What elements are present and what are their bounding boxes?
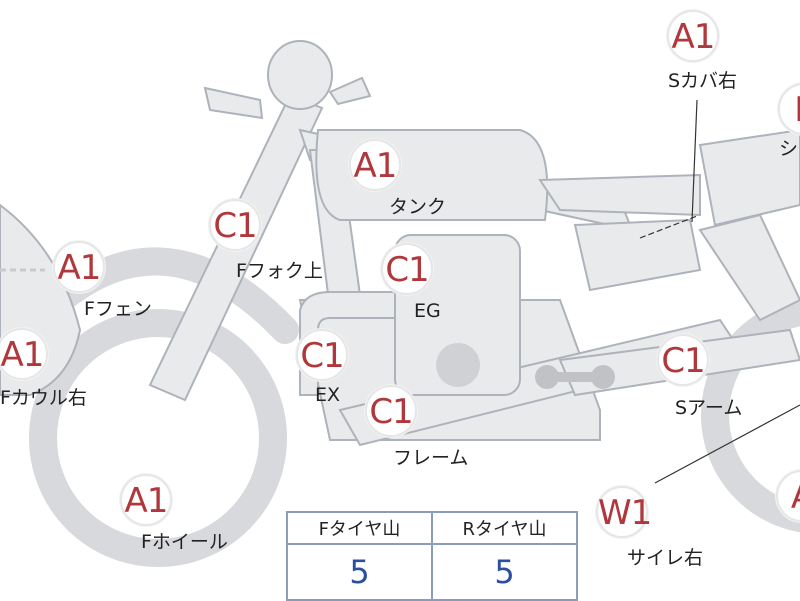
marker-exhaust: C1	[296, 329, 356, 389]
marker-code: C1	[296, 329, 348, 381]
marker-code: C1	[381, 243, 433, 295]
marker-code: A1	[0, 328, 48, 380]
marker-f-cowl-right: A1	[0, 328, 56, 388]
marker-code: A1	[53, 241, 105, 293]
marker-engine: C1	[381, 243, 441, 303]
marker-label: Sアーム	[675, 397, 743, 419]
marker-f-fender: A1	[53, 241, 113, 301]
front-tire-tread-value: 5	[286, 543, 433, 601]
front-tire-tread-header: Fタイヤ山	[286, 511, 433, 545]
marker-code: C1	[209, 199, 261, 251]
marker-tank: A1	[349, 139, 409, 199]
marker-seat: P	[778, 83, 800, 143]
marker-code: A1	[349, 139, 401, 191]
rear-tire-tread-value: 5	[431, 543, 578, 601]
marker-label: サイレ右	[627, 547, 704, 569]
marker-s-arm: C1	[657, 334, 717, 394]
marker-frame: C1	[365, 385, 425, 445]
marker-label: Fフォク上	[236, 260, 323, 282]
marker-label: Fフェン	[84, 298, 152, 320]
marker-muffler-right: W1	[596, 486, 656, 546]
marker-label: Fカウル右	[0, 387, 87, 409]
marker-f-fork-upper: C1	[209, 199, 269, 259]
marker-rear-edge: A	[776, 470, 800, 530]
marker-f-wheel: A1	[120, 474, 180, 534]
marker-code: W1	[596, 486, 652, 538]
marker-code: A1	[120, 474, 172, 526]
marker-label: EX	[315, 384, 341, 406]
marker-label: シ	[779, 138, 799, 160]
marker-code: A	[776, 470, 800, 522]
marker-code: A1	[667, 10, 719, 62]
marker-label: タンク	[389, 196, 447, 218]
marker-label: Fホイール	[141, 531, 228, 553]
marker-code: P	[778, 83, 800, 135]
marker-s-cover-right: A1	[667, 10, 727, 70]
marker-code: C1	[365, 385, 417, 437]
marker-label: フレーム	[393, 447, 469, 469]
tire-tread-table: Fタイヤ山 Rタイヤ山 5 5	[286, 511, 578, 601]
marker-label: EG	[414, 300, 441, 322]
marker-label: Sカバ右	[668, 70, 738, 92]
marker-code: C1	[657, 334, 709, 386]
rear-tire-tread-header: Rタイヤ山	[431, 511, 578, 545]
